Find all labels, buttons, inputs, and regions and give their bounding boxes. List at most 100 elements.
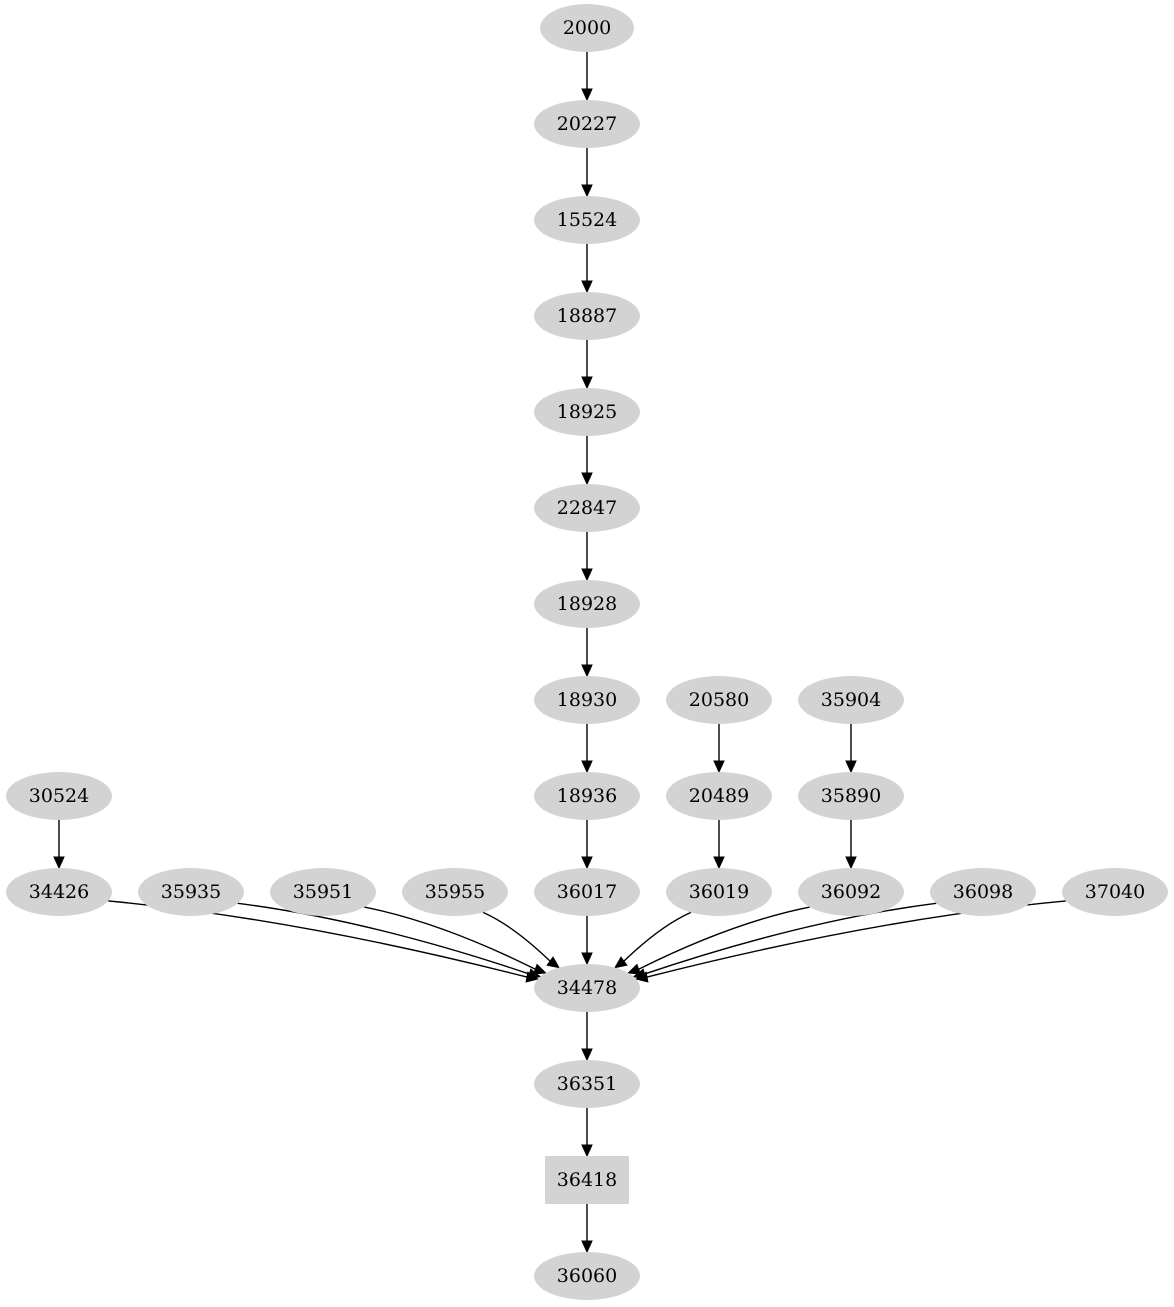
node-label: 36098 bbox=[953, 881, 1013, 903]
node-label: 36019 bbox=[689, 881, 749, 903]
arrowhead bbox=[581, 280, 593, 294]
arrowhead bbox=[713, 856, 725, 870]
arrowhead bbox=[845, 760, 857, 774]
arrowhead bbox=[581, 568, 593, 582]
edge-20227-to-15524 bbox=[581, 148, 593, 198]
edge-36351-to-36418 bbox=[581, 1108, 593, 1158]
edge-18887-to-18925 bbox=[581, 340, 593, 390]
arrowhead bbox=[634, 971, 649, 983]
node-label: 36060 bbox=[557, 1265, 617, 1287]
edge-22847-to-18928 bbox=[581, 532, 593, 582]
node-label: 2000 bbox=[563, 17, 611, 39]
edge-20489-to-36019 bbox=[713, 820, 725, 870]
node-36351: 36351 bbox=[534, 1060, 640, 1108]
node-30524: 30524 bbox=[6, 772, 112, 820]
node-36060: 36060 bbox=[534, 1252, 640, 1300]
node-36017: 36017 bbox=[534, 868, 640, 916]
node-label: 36418 bbox=[557, 1169, 617, 1191]
node-label: 34426 bbox=[29, 881, 89, 903]
arrowhead bbox=[614, 956, 628, 969]
node-label: 35951 bbox=[293, 881, 353, 903]
node-ellipse bbox=[534, 1060, 640, 1108]
node-label: 36092 bbox=[821, 881, 881, 903]
edge-18936-to-36017 bbox=[581, 820, 593, 870]
edge-36017-to-34478 bbox=[581, 916, 593, 966]
node-label: 35935 bbox=[161, 881, 221, 903]
arrowhead bbox=[581, 952, 593, 966]
node-label: 20580 bbox=[689, 689, 749, 711]
edge-18928-to-18930 bbox=[581, 628, 593, 678]
edge-line bbox=[237, 902, 530, 975]
node-label: 15524 bbox=[557, 209, 617, 231]
node-20489: 20489 bbox=[666, 772, 772, 820]
edge-line bbox=[638, 906, 810, 970]
node-36019: 36019 bbox=[666, 868, 772, 916]
node-18925: 18925 bbox=[534, 388, 640, 436]
node-label: 18925 bbox=[557, 401, 617, 423]
node-22847: 22847 bbox=[534, 484, 640, 532]
node-label: 36351 bbox=[557, 1073, 617, 1095]
node-label: 22847 bbox=[557, 497, 617, 519]
arrowhead bbox=[581, 1240, 593, 1254]
node-ellipse bbox=[534, 100, 640, 148]
node-label: 30524 bbox=[29, 785, 89, 807]
node-label: 36017 bbox=[557, 881, 617, 903]
edge-35935-to-34478 bbox=[237, 902, 542, 980]
node-label: 18887 bbox=[557, 305, 617, 327]
node-ellipse bbox=[798, 772, 904, 820]
node-34426: 34426 bbox=[6, 868, 112, 916]
node-ellipse bbox=[534, 580, 640, 628]
edge-36092-to-34478 bbox=[627, 906, 810, 975]
arrowhead bbox=[713, 760, 725, 774]
node-2000: 2000 bbox=[540, 4, 634, 52]
node-label: 34478 bbox=[557, 977, 617, 999]
node-35904: 35904 bbox=[798, 676, 904, 724]
edge-18925-to-22847 bbox=[581, 436, 593, 486]
node-ellipse bbox=[666, 676, 772, 724]
node-ellipse bbox=[6, 868, 112, 916]
edge-35904-to-35890 bbox=[845, 724, 857, 774]
node-ellipse bbox=[402, 868, 508, 916]
edge-line bbox=[623, 911, 692, 962]
node-ellipse bbox=[534, 868, 640, 916]
node-ellipse bbox=[270, 868, 376, 916]
edge-20580-to-20489 bbox=[713, 724, 725, 774]
node-ellipse bbox=[534, 676, 640, 724]
node-35935: 35935 bbox=[138, 868, 244, 916]
node-ellipse bbox=[6, 772, 112, 820]
arrowhead bbox=[581, 1048, 593, 1062]
arrowhead bbox=[581, 472, 593, 486]
node-label: 35955 bbox=[425, 881, 485, 903]
arrowhead bbox=[581, 760, 593, 774]
node-label: 20227 bbox=[557, 113, 617, 135]
node-35951: 35951 bbox=[270, 868, 376, 916]
edge-line bbox=[482, 911, 551, 962]
arrowhead bbox=[581, 856, 593, 870]
arrowhead bbox=[581, 88, 593, 102]
node-label: 35890 bbox=[821, 785, 881, 807]
node-ellipse bbox=[534, 1252, 640, 1300]
node-18936: 18936 bbox=[534, 772, 640, 820]
edge-35955-to-34478 bbox=[482, 911, 560, 969]
node-ellipse bbox=[534, 964, 640, 1012]
node-15524: 15524 bbox=[534, 196, 640, 244]
edges-layer bbox=[53, 52, 1066, 1254]
node-ellipse bbox=[798, 676, 904, 724]
node-ellipse bbox=[798, 868, 904, 916]
arrowhead bbox=[845, 856, 857, 870]
node-35890: 35890 bbox=[798, 772, 904, 820]
node-ellipse bbox=[138, 868, 244, 916]
node-ellipse bbox=[534, 484, 640, 532]
edge-15524-to-18887 bbox=[581, 244, 593, 294]
arrowhead bbox=[581, 376, 593, 390]
arrowhead bbox=[627, 963, 642, 975]
node-34478: 34478 bbox=[534, 964, 640, 1012]
node-18930: 18930 bbox=[534, 676, 640, 724]
edge-line bbox=[644, 902, 937, 975]
node-ellipse bbox=[540, 4, 634, 52]
arrowhead bbox=[53, 856, 65, 870]
edge-34478-to-36351 bbox=[581, 1012, 593, 1062]
edge-18930-to-18936 bbox=[581, 724, 593, 774]
node-label: 18930 bbox=[557, 689, 617, 711]
